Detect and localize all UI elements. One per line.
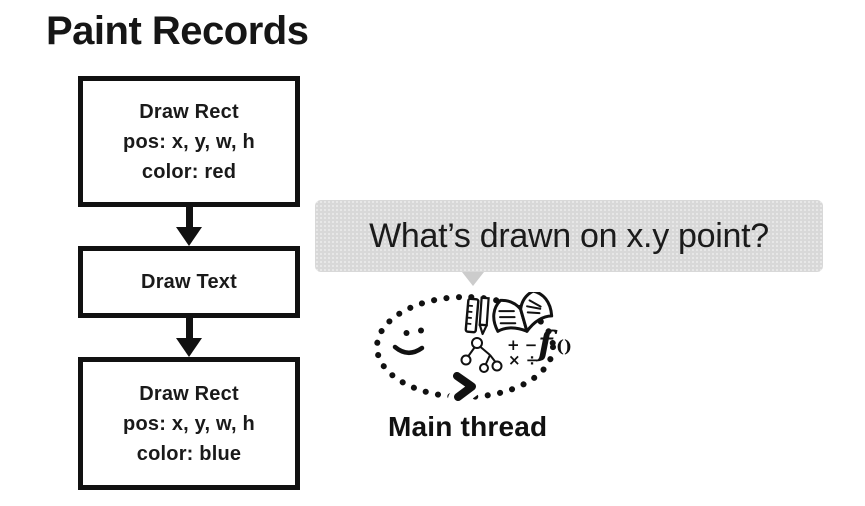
flow-arrow-down-2 [78, 318, 300, 357]
flow-box-draw-text: Draw Text [78, 246, 300, 318]
flow-arrow-down-1 [78, 207, 300, 246]
arrow-shaft [185, 318, 193, 338]
open-book-icon [492, 292, 554, 333]
ruler-icon [464, 297, 480, 334]
tree-diagram-icon [460, 337, 503, 373]
flow-box-line: pos: x, y, w, h [123, 130, 255, 153]
function-notation: f () [536, 324, 572, 364]
flow-box-line: Draw Rect [139, 382, 239, 405]
math-row-2: × ÷ [508, 351, 538, 369]
flow-box-line: color: red [141, 160, 237, 183]
speech-bubble-tail [462, 272, 484, 286]
main-thread-doodle: + − × ÷ f () [374, 292, 572, 407]
math-row-1: + − [507, 336, 537, 354]
speech-bubble-text: What’s drawn on x.y point? [369, 216, 769, 255]
speech-bubble: What’s drawn on x.y point? [315, 200, 823, 286]
pencil-icon [478, 296, 490, 336]
arrow-chevron-icon [446, 365, 482, 407]
arrow-head-icon [176, 338, 202, 357]
function-parens: () [556, 337, 572, 357]
smiley-face-icon [392, 327, 425, 355]
arrow-shaft [185, 207, 193, 227]
flow-box-line: pos: x, y, w, h [123, 412, 255, 435]
math-symbols: + − × ÷ [507, 336, 538, 369]
main-thread-label: Main thread [388, 411, 548, 442]
flow-box-line: Draw Rect [139, 100, 239, 123]
flow-box-line: Draw Text [141, 271, 237, 293]
arrow-head-icon [176, 227, 202, 246]
function-f: f [536, 324, 558, 364]
flow-box-draw-rect-red: Draw Rect pos: x, y, w, h color: red [78, 76, 300, 207]
page-title: Paint Records [46, 9, 309, 53]
flow-box-draw-rect-blue: Draw Rect pos: x, y, w, h color: blue [78, 357, 300, 490]
flow-box-line: color: blue [136, 442, 242, 465]
